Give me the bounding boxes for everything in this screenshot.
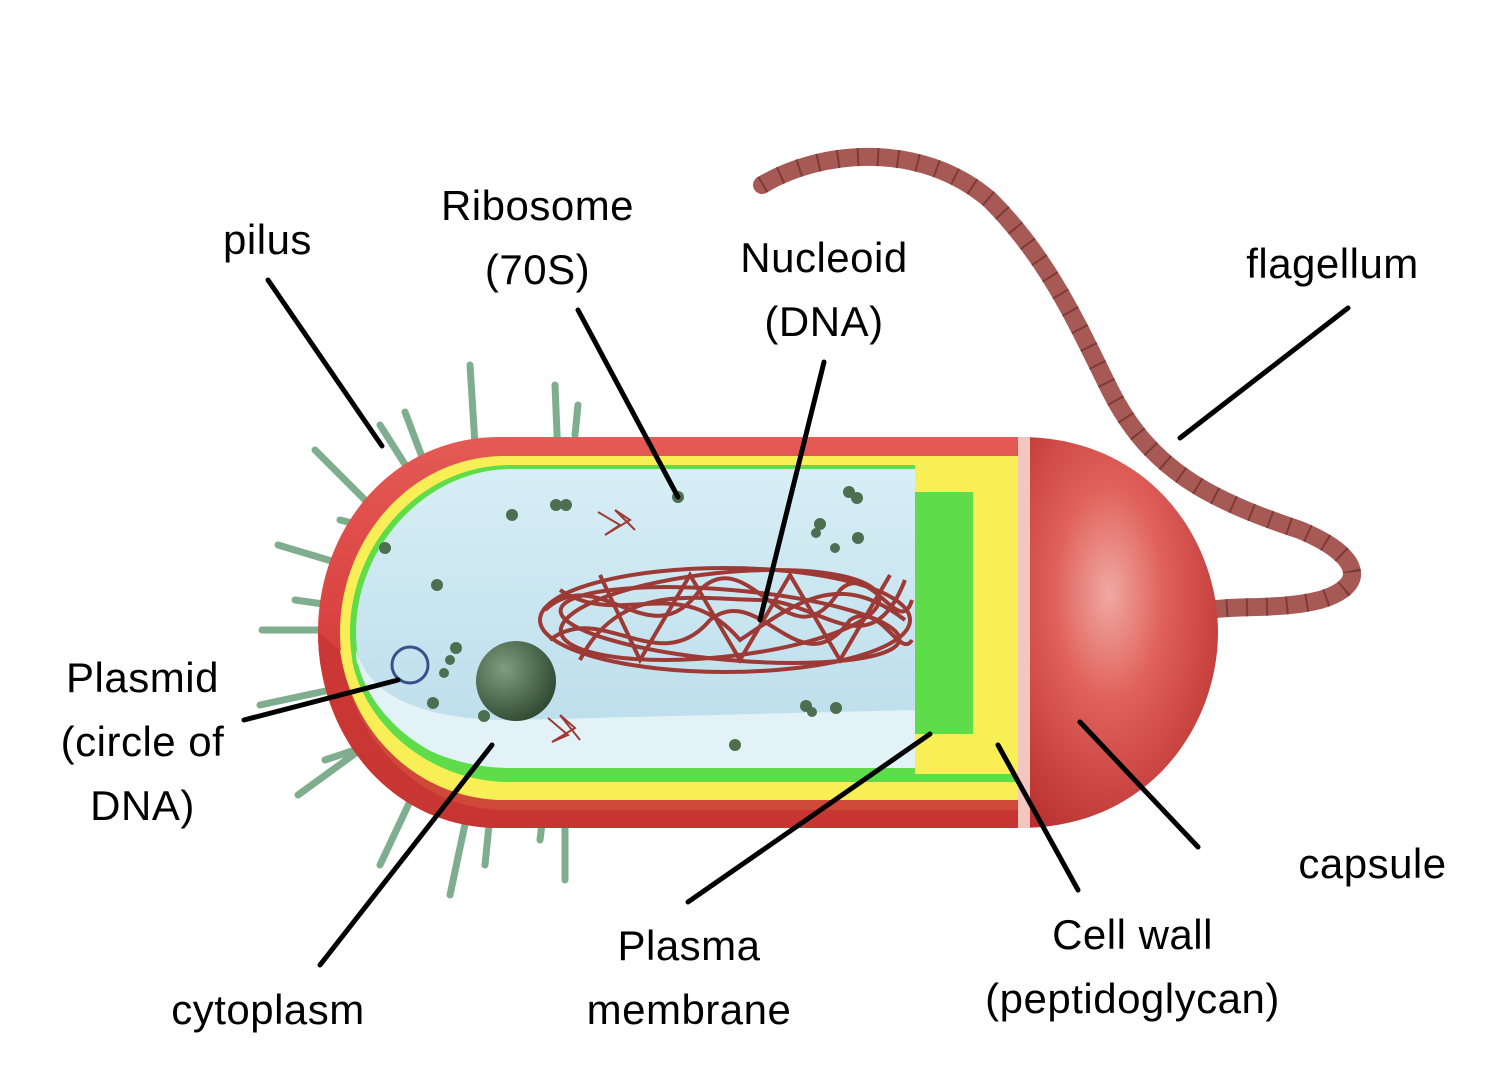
cell-wall-cut-lower bbox=[340, 650, 1020, 800]
label-cytoplasm: cytoplasm bbox=[171, 986, 365, 1033]
capsule-section-edge bbox=[1018, 437, 1030, 828]
leader-cytoplasm bbox=[317, 742, 495, 968]
leader-ribosome bbox=[575, 307, 681, 500]
leader-capsule bbox=[1077, 719, 1201, 850]
label-capsule: capsule bbox=[1298, 840, 1447, 887]
leader-nucleoid bbox=[757, 359, 827, 623]
leader-lines bbox=[241, 277, 1351, 968]
leader-pilus bbox=[265, 277, 385, 449]
label-cell-wall: Cell wall (peptidoglycan) bbox=[985, 911, 1280, 1022]
ribosomes bbox=[379, 486, 864, 751]
nucleoid-dna bbox=[538, 566, 914, 674]
plasmid-ring bbox=[390, 645, 430, 685]
label-plasma-membrane: Plasma membrane bbox=[586, 922, 792, 1033]
leader-plasmid bbox=[241, 677, 401, 723]
capsule-end-cap bbox=[1020, 437, 1218, 828]
leader-cell-wall bbox=[995, 742, 1081, 893]
flagellum-filament bbox=[753, 147, 1361, 619]
label-plasmid: Plasmid (circle of DNA) bbox=[60, 654, 225, 829]
cutaway-floor bbox=[356, 650, 915, 768]
leader-plasma-membrane bbox=[685, 731, 933, 905]
label-flagellum: flagellum bbox=[1246, 240, 1419, 287]
label-ribosome: Ribosome (70S) bbox=[440, 182, 635, 293]
leader-flagellum bbox=[1177, 305, 1351, 441]
capsule-cut-lower bbox=[318, 632, 1020, 828]
label-pilus: pilus bbox=[223, 216, 312, 263]
dna-tangles bbox=[547, 509, 636, 743]
plasma-membrane-section bbox=[915, 492, 973, 734]
large-ribosome-sphere bbox=[476, 641, 556, 721]
label-nucleoid: Nucleoid (DNA) bbox=[740, 234, 908, 345]
